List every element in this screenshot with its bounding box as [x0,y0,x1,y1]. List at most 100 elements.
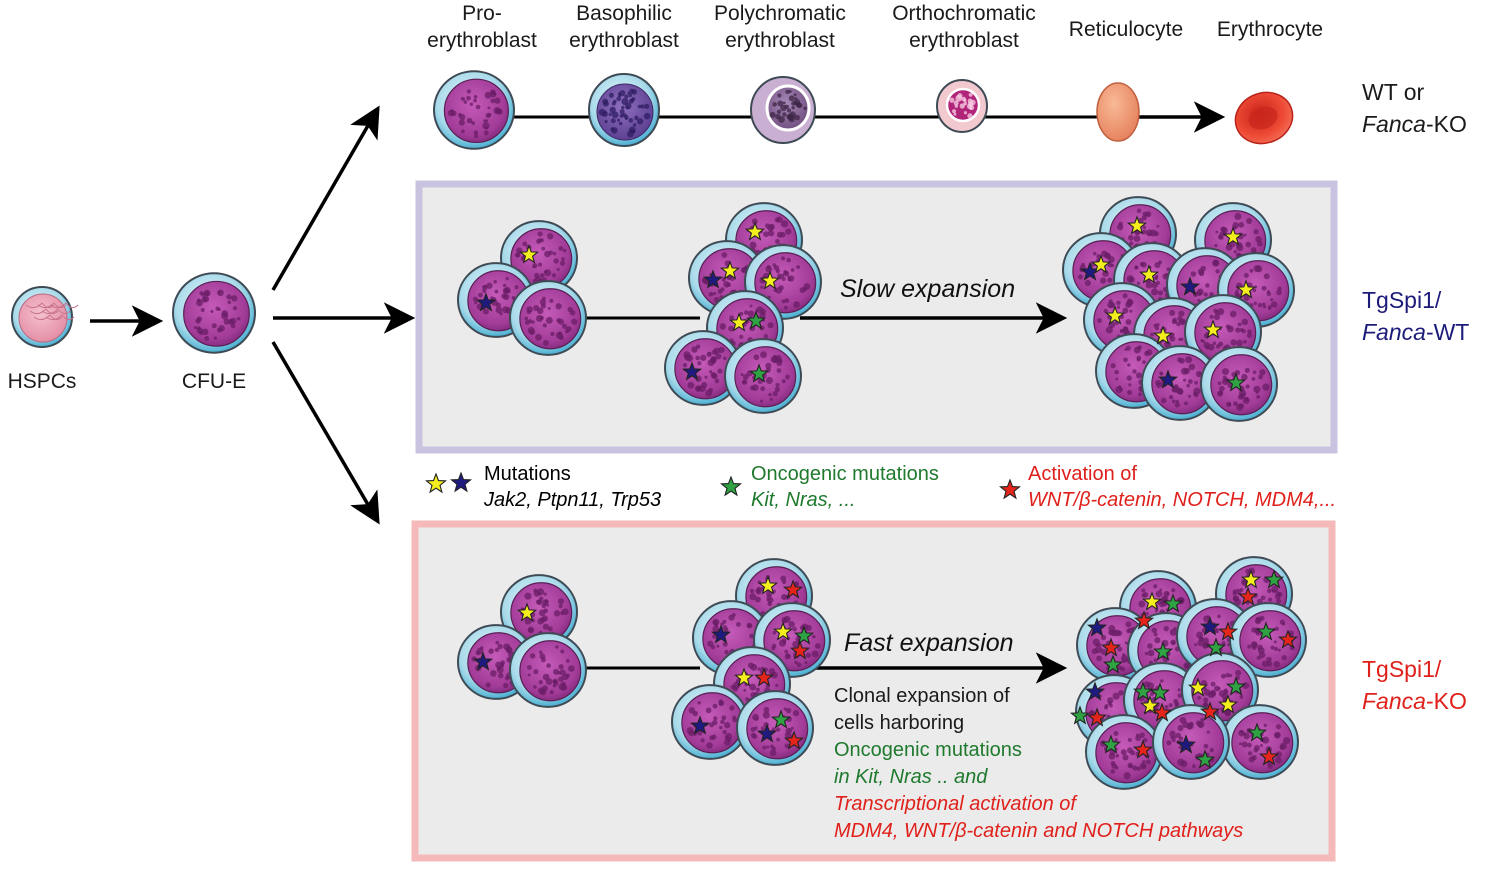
green-star [1100,734,1122,754]
green-star [1205,637,1227,657]
yellow-star [1141,591,1163,611]
ko-final-cell [1221,704,1299,780]
ko-initial-cell [509,632,587,708]
green-star [1225,372,1247,392]
ko-middle-cell [671,684,749,760]
red-star [1217,621,1239,641]
yellow-star [518,244,540,264]
green-star [1225,676,1247,696]
genotype-tgko-label: TgSpi1/ Fanca-KO [1362,656,1467,714]
yellow-star [1235,279,1257,299]
yellow-star [1240,569,1262,589]
green-star [793,625,815,645]
yellow-star [733,667,755,687]
red-star [753,667,775,687]
stage-label-erythrocyte: Erythrocyte [1216,18,1324,41]
red-star [1199,701,1221,721]
legend-red-star [999,478,1021,500]
clonal-expansion-text: Clonal expansion of cells harboring Onco… [834,685,1244,842]
red-star [1151,702,1173,722]
yellow-star [719,260,741,280]
stage-label-proerythroblast: Pro-erythroblast [427,2,537,52]
wt-middle-cell [744,244,822,320]
legend-yellow-star [425,472,447,494]
red-star [1086,707,1108,727]
slow-expansion-label: Slow expansion [840,275,1016,303]
navy-star [1179,276,1201,296]
green-star [1069,705,1091,725]
ko-final-cell [1229,602,1307,678]
ko-initial-cell [457,624,535,700]
wt-final-cell [1141,345,1219,421]
green-star [1102,654,1124,674]
green-star [1162,593,1184,613]
basophilic-erythroblast-cell [588,73,660,147]
green-star [748,363,770,383]
navy-star [681,361,703,381]
navy-star [1175,734,1197,754]
green-star [745,310,767,330]
red-star [1132,739,1154,759]
ko-middle-cell [736,690,814,766]
arrow-to-wt [271,105,380,291]
red-star [783,730,805,750]
cfue-label: CFU-E [181,370,247,393]
green-star [1152,641,1174,661]
yellow-star [516,602,538,622]
yellow-star [772,621,794,641]
yellow-star [744,221,766,241]
navy-star [702,269,724,289]
green-star [1246,722,1268,742]
navy-star [756,723,778,743]
navy-star [710,624,732,644]
navy-star [475,292,497,312]
hspc-label: HSPCs [7,370,77,393]
polychromatic-erythroblast-cell [750,76,816,144]
legend-mutations: Mutations Jak2, Ptpn11, Trp53 [484,463,662,511]
green-star [770,709,792,729]
legend-green-star [720,475,742,497]
yellow-star [728,312,750,332]
navy-star [1084,681,1106,701]
red-star [1133,610,1155,630]
green-star [1263,569,1285,589]
red-star [1277,629,1299,649]
yellow-star [757,575,779,595]
reticulocyte-cell [1096,82,1140,142]
legend-navy-star [450,471,472,493]
red-star [789,640,811,660]
navy-star [1086,617,1108,637]
red-star [1100,637,1122,657]
yellow-star [1138,264,1160,284]
yellow-star [1152,325,1174,345]
green-star [1132,681,1154,701]
yellow-star [1090,254,1112,274]
navy-star [1199,616,1221,636]
fast-expansion-label: Fast expansion [844,629,1014,657]
red-star [1237,586,1259,606]
genotype-tgwt-label: TgSpi1/ Fanca-WT [1362,287,1470,345]
yellow-star [1202,319,1224,339]
wt-middle-cell [664,330,742,406]
yellow-star [759,270,781,290]
yellow-star [1126,215,1148,235]
yellow-star [1104,305,1126,325]
orthochromatic-erythroblast-cell [936,79,988,133]
cfue-cell [172,272,256,354]
green-star [1255,621,1277,641]
stage-label-reticulocyte: Reticulocyte [1068,18,1184,41]
navy-star [689,715,711,735]
legend-oncogenic: Oncogenic mutations Kit, Nras, ... [751,463,939,511]
yellow-star [1139,695,1161,715]
yellow-star [1217,694,1239,714]
green-star [1194,749,1216,769]
red-star [1258,746,1280,766]
green-star [1149,682,1171,702]
legend-activation: Activation of WNT/β-catenin, NOTCH, MDM4… [1028,463,1337,511]
yellow-star [1187,677,1209,697]
hspc-cell [11,286,79,348]
proerythroblast-cell [433,70,515,150]
